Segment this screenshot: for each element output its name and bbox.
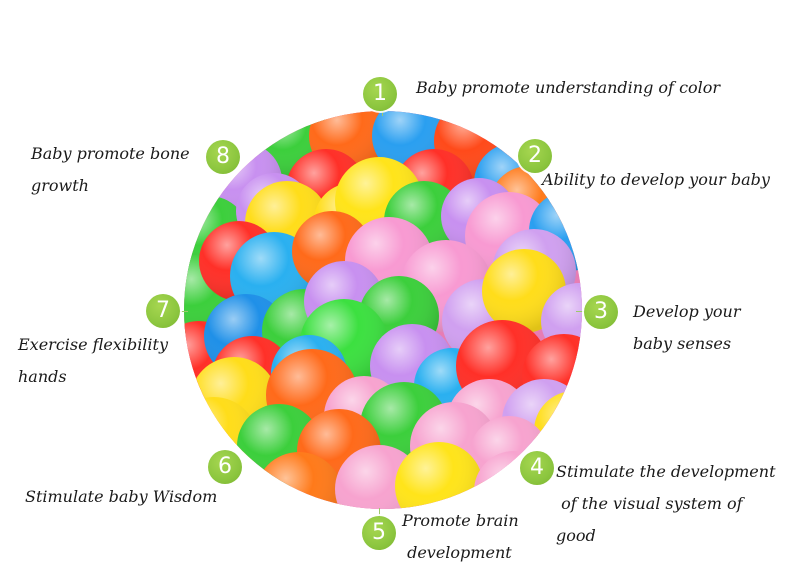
label-5-line-1: Promote brain bbox=[402, 511, 519, 530]
label-8: Baby promote bone growth bbox=[31, 138, 190, 202]
label-7-line-2: hands bbox=[18, 367, 67, 386]
connector-1 bbox=[382, 110, 383, 116]
label-2: Ability to develop your baby bbox=[542, 164, 770, 196]
connector-5 bbox=[379, 508, 380, 518]
label-1-line-1: Baby promote understanding of color bbox=[416, 78, 721, 97]
label-1: Baby promote understanding of color bbox=[416, 72, 720, 104]
label-4-line-1: Stimulate the development bbox=[556, 462, 776, 481]
label-5: Promote brain development bbox=[402, 505, 519, 569]
colorful-balls-image bbox=[184, 111, 582, 509]
label-3: Develop your baby senses bbox=[633, 296, 741, 360]
connector-7 bbox=[180, 311, 188, 312]
ball-pit-photo bbox=[184, 111, 582, 509]
badge-8: 8 bbox=[206, 140, 240, 174]
badge-3: 3 bbox=[584, 295, 618, 329]
label-7: Exercise flexibility hands bbox=[18, 329, 168, 393]
badge-4: 4 bbox=[520, 451, 554, 485]
label-6: Stimulate baby Wisdom bbox=[25, 481, 217, 513]
badge-5: 5 bbox=[362, 516, 396, 550]
label-4-line-3: good bbox=[556, 526, 596, 545]
label-7-line-1: Exercise flexibility bbox=[18, 335, 169, 354]
connector-3 bbox=[576, 311, 584, 312]
badge-1: 1 bbox=[363, 77, 397, 111]
label-3-line-2: baby senses bbox=[633, 334, 732, 353]
badge-7: 7 bbox=[146, 294, 180, 328]
label-4-line-2: of the visual system of bbox=[556, 494, 743, 513]
badge-2: 2 bbox=[518, 139, 552, 173]
label-8-line-1: Baby promote bone bbox=[31, 144, 190, 163]
label-5-line-2: development bbox=[402, 543, 512, 562]
badge-6: 6 bbox=[208, 450, 242, 484]
label-6-line-1: Stimulate baby Wisdom bbox=[25, 487, 218, 506]
label-8-line-2: growth bbox=[31, 176, 89, 195]
label-2-line-1: Ability to develop your baby bbox=[542, 170, 770, 189]
label-3-line-1: Develop your bbox=[633, 302, 741, 321]
label-4: Stimulate the development of the visual … bbox=[556, 456, 776, 552]
